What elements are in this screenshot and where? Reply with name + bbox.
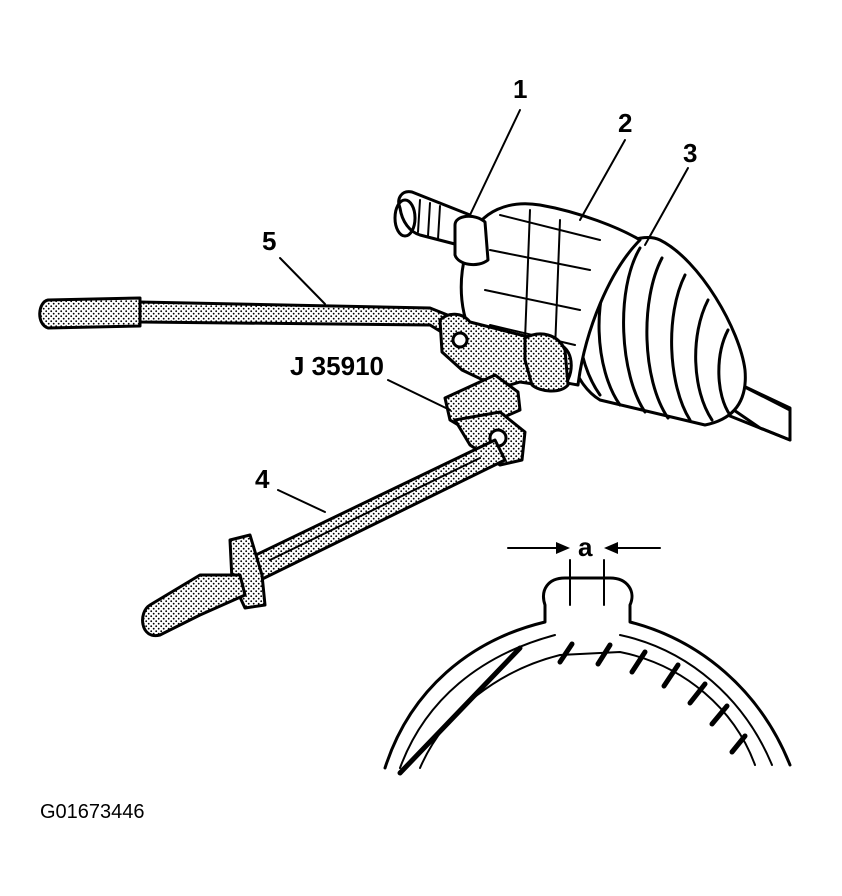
callout-tool-j35910: J 35910 (290, 351, 384, 381)
callout-3: 3 (683, 138, 697, 168)
clamp-tool-j35910 (438, 312, 573, 467)
callout-1: 1 (513, 74, 527, 104)
figure-id: G01673446 (40, 801, 145, 823)
callout-dimension-a: a (578, 532, 593, 562)
callout-5: 5 (262, 226, 276, 256)
clamp-ear-detail (383, 542, 792, 776)
breaker-bar (38, 296, 452, 338)
torque-wrench (141, 438, 507, 637)
callout-2: 2 (618, 108, 632, 138)
callout-4: 4 (255, 464, 270, 494)
cv-boot (565, 236, 747, 427)
splined-stub-shaft (393, 190, 490, 267)
leader-lines (277, 109, 689, 513)
